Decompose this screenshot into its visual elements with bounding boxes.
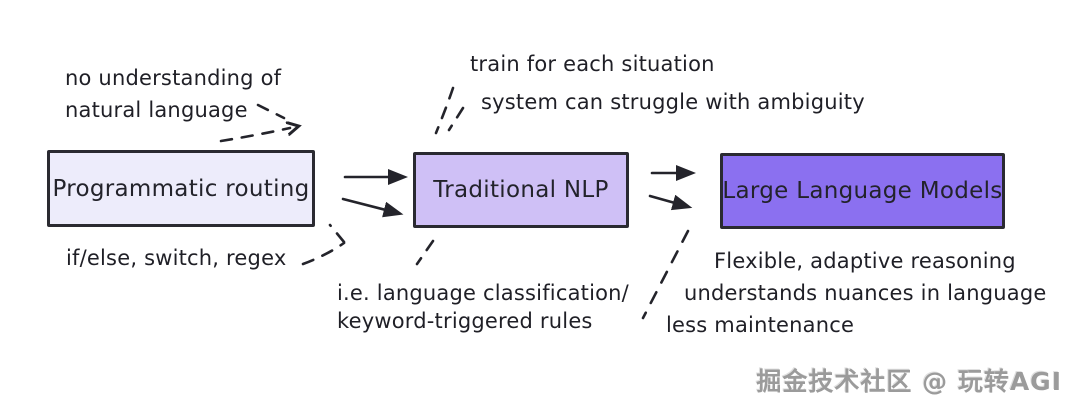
node-label: Programmatic routing [52, 175, 310, 202]
annotation-llm-line-1: Flexible, adaptive reasoning [714, 249, 1016, 273]
annotation-line: keyword-triggered rules [337, 309, 593, 333]
annotation-line: no understanding of [65, 66, 282, 90]
dashed-line-nlp-top [434, 86, 465, 135]
arrow-nlp-to-llm [648, 165, 696, 211]
node-label: Large Language Models [722, 178, 1003, 204]
node-programmatic-routing: Programmatic routing [47, 150, 315, 227]
arrow-prog-to-nlp [341, 169, 408, 218]
annotation-programmatic-top: no understanding of natural language [65, 62, 281, 126]
dashed-line-nlp-bottom [415, 239, 435, 266]
dashed-line-llm-right [641, 229, 690, 320]
annotation-line: natural language [65, 98, 248, 122]
annotation-programmatic-bottom: if/else, switch, regex [66, 246, 287, 270]
node-traditional-nlp: Traditional NLP [413, 152, 629, 228]
dashed-arrow-prog-bottom [301, 223, 346, 266]
node-large-language-models: Large Language Models [720, 153, 1005, 229]
watermark-text: 掘金技术社区 @ 玩转AGI [756, 367, 1062, 396]
dashed-arrow-prog-top [219, 103, 290, 143]
annotation-nlp-bottom: i.e. language classification/ keyword-tr… [337, 279, 629, 335]
annotation-nlp-top-1: train for each situation [470, 52, 715, 76]
annotation-nlp-top-2: system can struggle with ambiguity [481, 90, 865, 114]
annotation-line: i.e. language classification/ [337, 281, 629, 305]
node-label: Traditional NLP [433, 177, 609, 203]
annotation-llm-line-3: less maintenance [666, 313, 855, 337]
annotation-llm-line-2: understands nuances in language [684, 281, 1047, 305]
